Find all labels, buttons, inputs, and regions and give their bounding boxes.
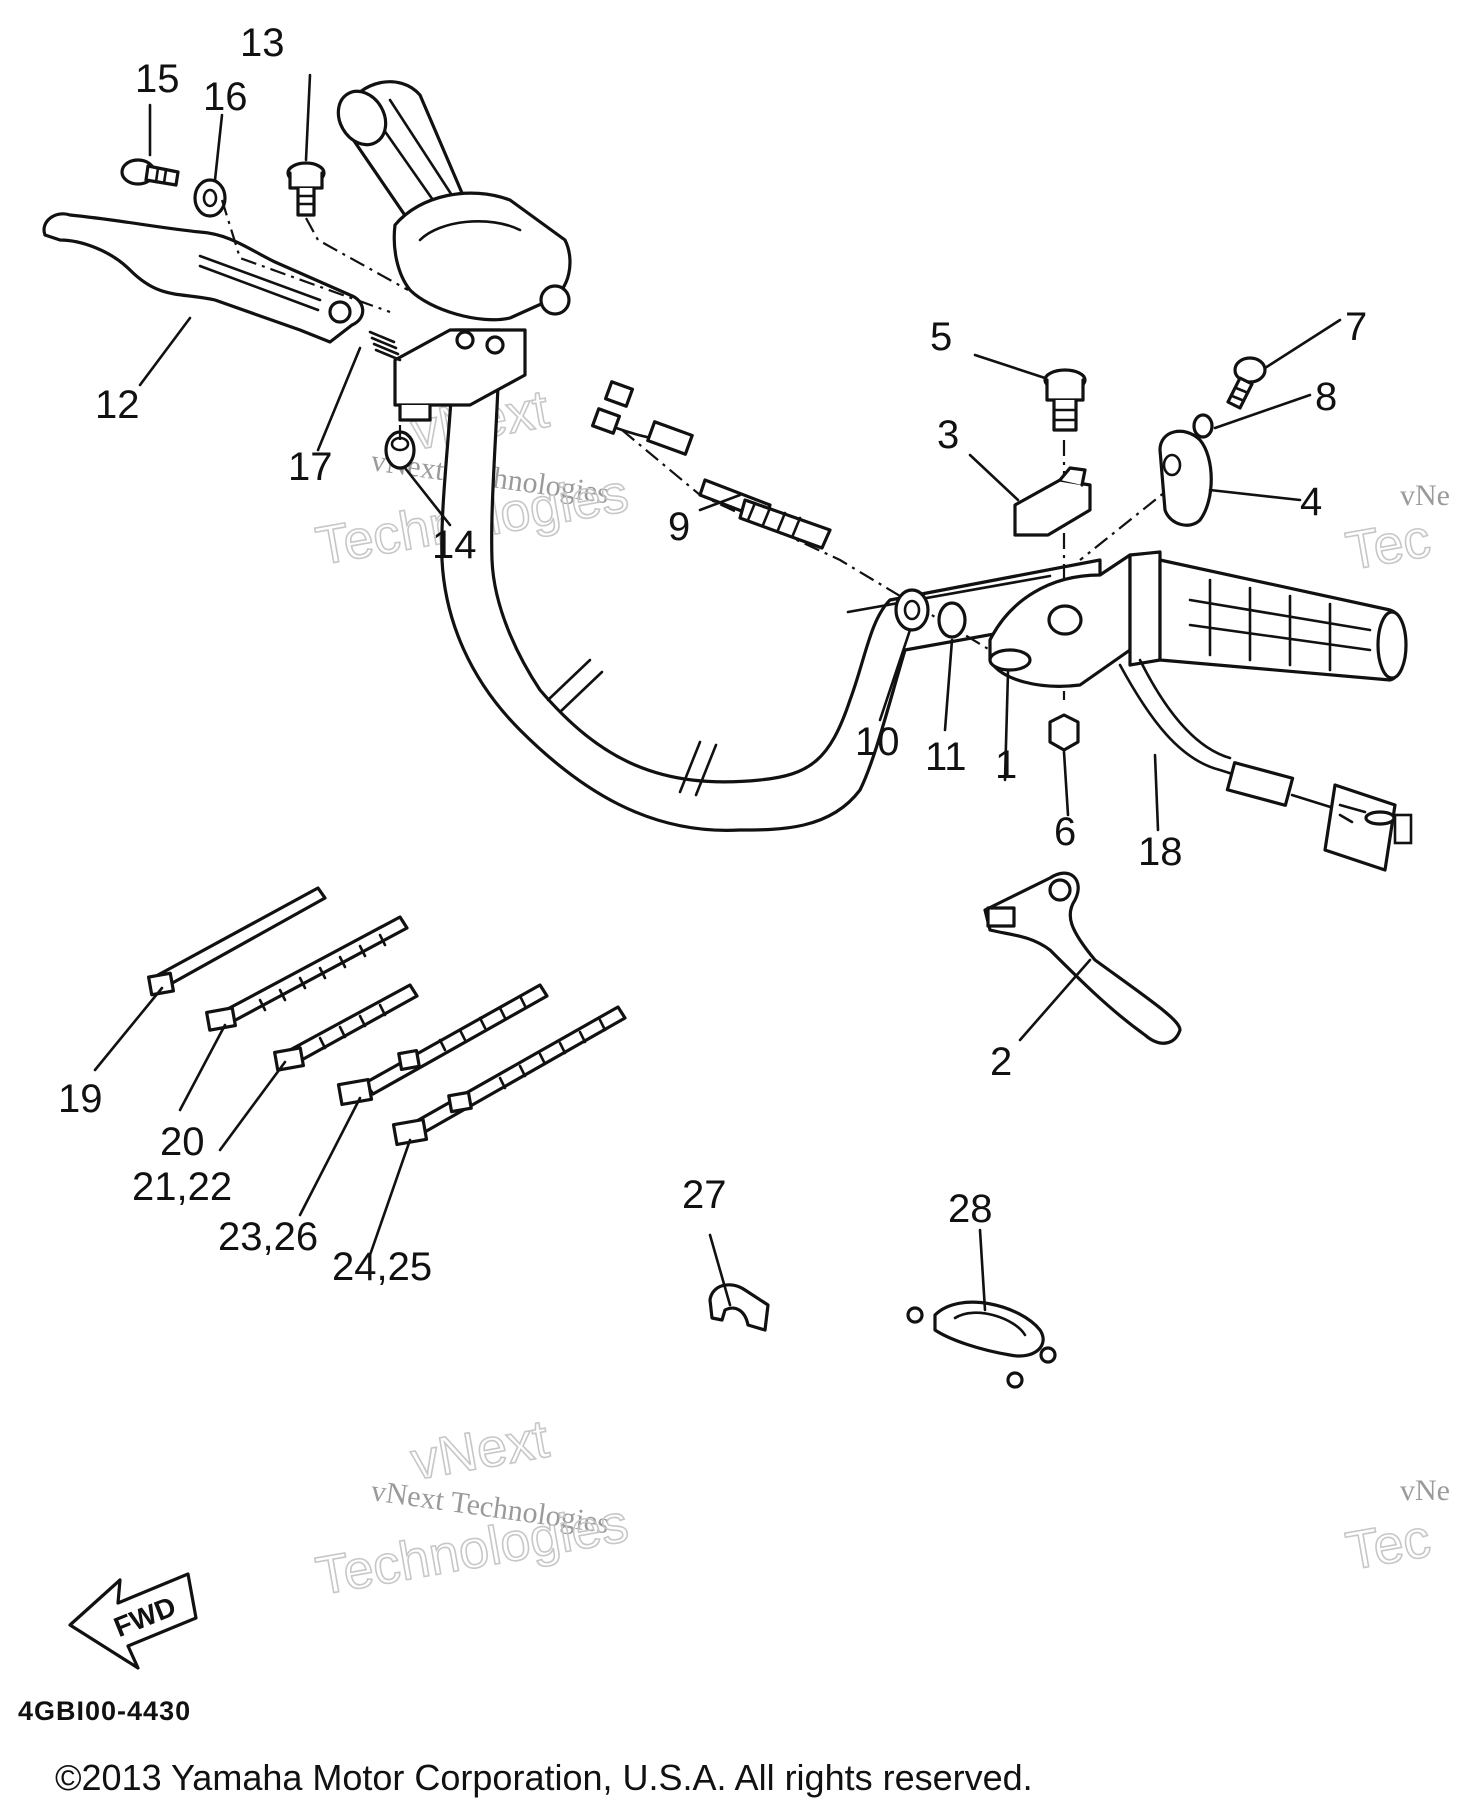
- callout-21-22: 21,22: [132, 1165, 232, 1209]
- callout-9: 9: [668, 505, 690, 549]
- callout-14: 14: [432, 523, 477, 567]
- callout-6: 6: [1054, 810, 1076, 854]
- svg-text:Tec: Tec: [1342, 508, 1435, 582]
- part-18-switch-lead: [1118, 658, 1413, 872]
- part-16-nut: [193, 178, 227, 218]
- callout-1: 1: [995, 743, 1017, 787]
- leader-lines: [93, 73, 1342, 1312]
- callout-19: 19: [58, 1077, 103, 1121]
- part-13-bolt: [286, 161, 326, 217]
- part-24-25-cable-tie: [391, 1005, 627, 1147]
- callout-24-25: 24,25: [332, 1245, 432, 1289]
- part-3-bracket: [1013, 466, 1092, 537]
- callout-7: 7: [1345, 305, 1367, 349]
- callout-8: 8: [1315, 375, 1337, 419]
- part-11-collar: [937, 601, 967, 639]
- part-20-cable-tie: [205, 915, 409, 1032]
- callout-2: 2: [990, 1040, 1012, 1084]
- fwd-arrow-icon: FWD: [68, 1572, 198, 1670]
- callout-23-26: 23,26: [218, 1215, 318, 1259]
- part-21-22-cable-tie: [273, 983, 419, 1072]
- callout-27: 27: [682, 1173, 727, 1217]
- callout-10: 10: [855, 720, 900, 764]
- watermark-bottom: vNext vNext Technologies Technologies: [311, 1408, 633, 1608]
- part-10-nut: [894, 588, 930, 632]
- callout-3: 3: [937, 413, 959, 457]
- callout-4: 4: [1300, 480, 1322, 524]
- svg-text:Tec: Tec: [1342, 1508, 1435, 1582]
- left-switch-housing: [392, 191, 572, 322]
- callout-16: 16: [203, 75, 248, 119]
- part-15-bolt: [120, 158, 180, 187]
- part-8-washer: [1192, 413, 1214, 439]
- part-1-sleeve: [988, 648, 1032, 672]
- callout-17: 17: [288, 445, 333, 489]
- lever-bracket: [393, 328, 527, 422]
- part-23-26-cable-tie: [336, 983, 549, 1107]
- svg-text:vNext: vNext: [407, 1409, 553, 1492]
- svg-text:vNe: vNe: [1400, 479, 1450, 512]
- part-4-clamp: [1158, 429, 1213, 527]
- callout-15: 15: [135, 57, 180, 101]
- right-grip: [1158, 558, 1408, 682]
- part-6-nut: [1048, 713, 1080, 752]
- part-9-throttle-cable-adjuster: [590, 380, 832, 550]
- svg-text:vNe: vNe: [1400, 1474, 1450, 1507]
- callout-11: 11: [925, 735, 967, 779]
- callout-20: 20: [160, 1120, 205, 1164]
- part-12-brake-lever: [42, 212, 365, 344]
- part-28-clamp: [906, 1300, 1057, 1389]
- callout-12: 12: [95, 383, 140, 427]
- part-5-bolt: [1043, 368, 1087, 432]
- callout-28: 28: [948, 1187, 993, 1231]
- callout-5: 5: [930, 315, 952, 359]
- callout-18: 18: [1138, 830, 1183, 874]
- callout-13: 13: [240, 21, 285, 65]
- part-7-screw: [1226, 356, 1267, 410]
- part-2-lever: [983, 871, 1182, 1045]
- part-19-cable-tie: [147, 886, 327, 997]
- copyright-text: ©2013 Yamaha Motor Corporation, U.S.A. A…: [55, 1757, 1033, 1798]
- handlebar: [440, 328, 1102, 832]
- part-27-clip: [708, 1283, 770, 1332]
- watermark-right-edge: vNe Tec vNe Tec: [1341, 479, 1450, 1583]
- part-17-spring: [368, 330, 402, 362]
- diagram-code: 4GBI00-4430: [18, 1696, 191, 1726]
